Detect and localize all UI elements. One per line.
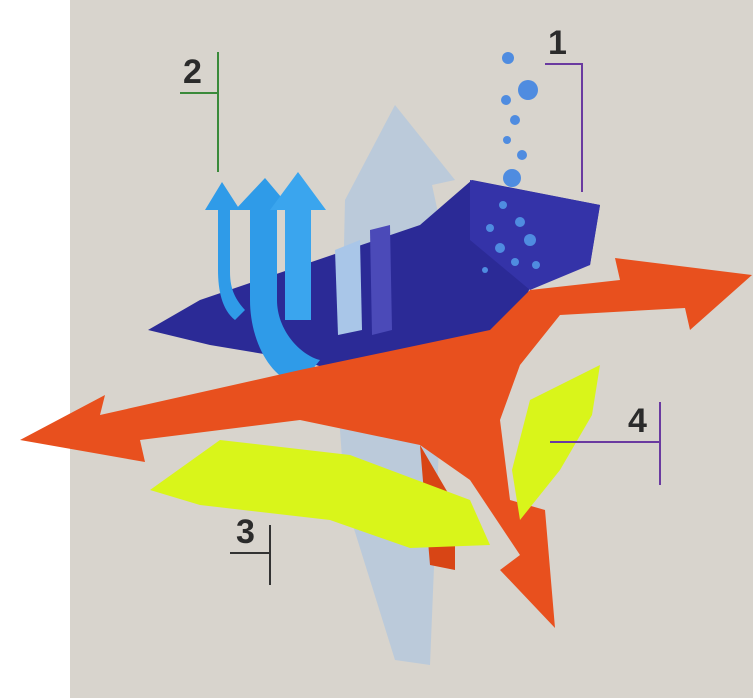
water-droplet-icon	[482, 267, 488, 273]
water-droplet-icon	[532, 261, 540, 269]
membrane-passage	[335, 240, 362, 335]
water-droplet-icon	[517, 150, 527, 160]
callout-label-1: 1	[548, 26, 567, 60]
water-droplet-icon	[524, 234, 536, 246]
callout-line-1	[545, 64, 582, 192]
water-droplet-icon	[511, 258, 519, 266]
water-droplet-icon	[495, 243, 505, 253]
water-droplet-icon	[510, 115, 520, 125]
water-droplet-icon	[501, 95, 511, 105]
callout-label-2: 2	[183, 55, 202, 89]
water-droplet-icon	[502, 52, 514, 64]
water-droplet-icon	[518, 80, 538, 100]
water-droplet-icon	[503, 169, 521, 187]
water-droplet-icon	[515, 217, 525, 227]
callout-label-3: 3	[236, 515, 255, 549]
water-droplet-icon	[503, 136, 511, 144]
membrane-passage	[370, 225, 392, 335]
water-droplet-icon	[499, 201, 507, 209]
water-droplet-icon	[486, 224, 494, 232]
callout-label-4: 4	[628, 404, 647, 438]
